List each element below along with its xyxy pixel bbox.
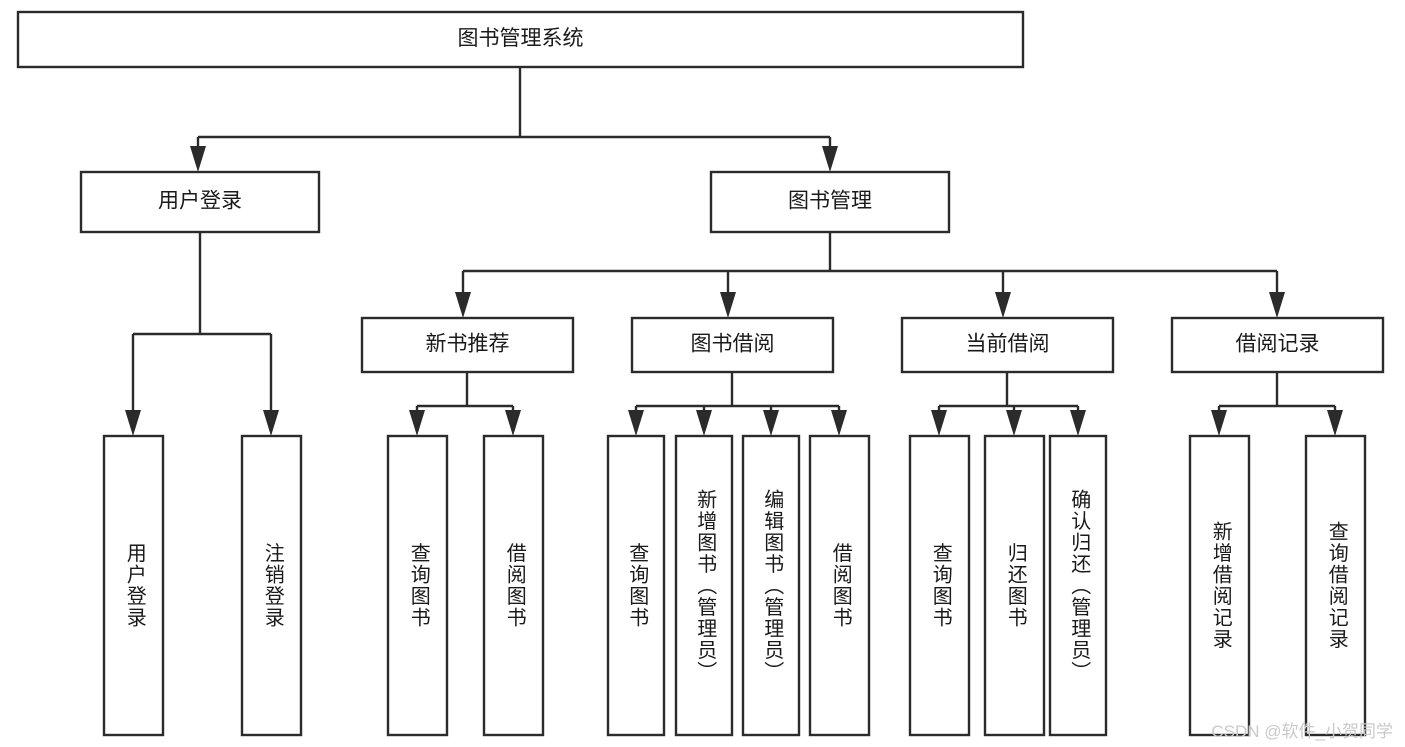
node-l-confirm-return-admin[interactable]: 确认归还（管理员） (1048, 434, 1108, 737)
nodes-layer: 图书管理系统用户登录图书管理新书推荐图书借阅当前借阅借阅记录用户登录注销登录查询… (16, 10, 1385, 737)
node-label: 归还图书 (1004, 542, 1027, 628)
node-label: 用户登录 (123, 543, 146, 629)
node-label: 图书借阅 (691, 333, 775, 356)
arrow-head-icon (831, 410, 847, 436)
node-box[interactable] (709, 170, 951, 234)
edge-group-book-borrow-to-leaves (628, 372, 847, 436)
node-box[interactable] (808, 434, 871, 737)
node-l-query-book-2[interactable]: 查询图书 (606, 434, 666, 737)
node-l-add-record[interactable]: 新增借阅记录 (1188, 434, 1251, 737)
node-box[interactable] (983, 434, 1046, 737)
node-l-borrow-book-2[interactable]: 借阅图书 (808, 434, 871, 737)
node-box[interactable] (240, 434, 303, 737)
node-box[interactable] (900, 316, 1115, 374)
node-label: 查询借阅记录 (1325, 521, 1348, 650)
arrow-head-icon (1327, 410, 1343, 436)
node-label: 查询图书 (626, 542, 649, 628)
node-box[interactable] (386, 434, 449, 737)
arrow-head-icon (505, 410, 521, 436)
node-label: 查询图书 (407, 542, 430, 628)
edges-layer (125, 67, 1343, 436)
node-box[interactable] (482, 434, 545, 737)
arrow-head-icon (1269, 292, 1285, 318)
node-l-add-book-admin[interactable]: 新增图书（管理员） (674, 434, 734, 737)
node-box[interactable] (360, 316, 575, 374)
node-label: 借阅记录 (1236, 333, 1320, 356)
arrow-head-icon (125, 410, 141, 436)
node-label: 借阅图书 (829, 542, 852, 628)
node-box[interactable] (606, 434, 666, 737)
node-l-query-book-1[interactable]: 查询图书 (386, 434, 449, 737)
arrow-head-icon (931, 410, 947, 436)
node-box[interactable] (674, 434, 734, 737)
node-n-borrow-record[interactable]: 借阅记录 (1170, 316, 1385, 374)
node-l-edit-book-admin[interactable]: 编辑图书（管理员） (741, 434, 801, 737)
arrow-head-icon (1006, 410, 1022, 436)
arrow-head-icon (409, 410, 425, 436)
node-box[interactable] (79, 170, 321, 234)
node-label: 借阅图书 (503, 542, 526, 628)
arrow-head-icon (1211, 410, 1227, 436)
node-l-borrow-book-1[interactable]: 借阅图书 (482, 434, 545, 737)
arrow-head-icon (696, 410, 712, 436)
arrow-head-icon (763, 410, 779, 436)
node-n-book-borrow[interactable]: 图书借阅 (630, 316, 835, 374)
arrow-head-icon (628, 410, 644, 436)
edge-group-new-book-rec-to-leaves (409, 372, 521, 436)
node-box[interactable] (908, 434, 971, 737)
node-n-book-manage[interactable]: 图书管理 (709, 170, 951, 234)
node-label: 当前借阅 (966, 333, 1050, 356)
arrow-head-icon (455, 292, 471, 318)
arrow-head-icon (1070, 410, 1086, 436)
arrow-head-icon (720, 292, 736, 318)
node-n-new-book-rec[interactable]: 新书推荐 (360, 316, 575, 374)
node-l-return-book[interactable]: 归还图书 (983, 434, 1046, 737)
node-n-current-borrow[interactable]: 当前借阅 (900, 316, 1115, 374)
node-l-user-login[interactable]: 用户登录 (102, 434, 165, 737)
node-label: 图书管理系统 (458, 27, 584, 50)
edge-group-user-login-to-leaves (125, 232, 279, 436)
edge-group-borrow-record-to-leaves (1211, 372, 1343, 436)
node-label: 查询图书 (929, 542, 952, 628)
node-label: 图书管理 (788, 190, 872, 213)
edge-group-book-manage-to-level2 (455, 232, 1285, 318)
node-l-query-book-3[interactable]: 查询图书 (908, 434, 971, 737)
watermark-text: CSDN @软件_小贺同学 (1211, 722, 1393, 741)
node-box[interactable] (1170, 316, 1385, 374)
arrow-head-icon (190, 146, 206, 172)
node-n-user-login[interactable]: 用户登录 (79, 170, 321, 234)
node-box[interactable] (16, 10, 1025, 69)
node-label: 注销登录 (261, 542, 284, 628)
node-box[interactable] (630, 316, 835, 374)
edge-group-root-to-level1 (190, 67, 838, 172)
arrow-head-icon (822, 146, 838, 172)
node-box[interactable] (102, 434, 165, 737)
node-box[interactable] (741, 434, 801, 737)
node-label: 新书推荐 (426, 333, 510, 356)
node-label: 编辑图书（管理员） (761, 488, 784, 682)
node-l-query-record[interactable]: 查询借阅记录 (1304, 434, 1367, 737)
node-box[interactable] (1188, 434, 1251, 737)
node-box[interactable] (1304, 434, 1367, 737)
arrow-head-icon (263, 410, 279, 436)
node-label: 新增借阅记录 (1209, 521, 1232, 650)
arrow-head-icon (995, 292, 1011, 318)
edge-group-current-borrow-to-leaves (931, 372, 1086, 436)
node-label: 确认归还（管理员） (1068, 488, 1091, 682)
node-root[interactable]: 图书管理系统 (16, 10, 1025, 69)
node-box[interactable] (1048, 434, 1108, 737)
node-label: 用户登录 (158, 190, 242, 213)
node-l-logout[interactable]: 注销登录 (240, 434, 303, 737)
node-label: 新增图书（管理员） (694, 488, 717, 682)
